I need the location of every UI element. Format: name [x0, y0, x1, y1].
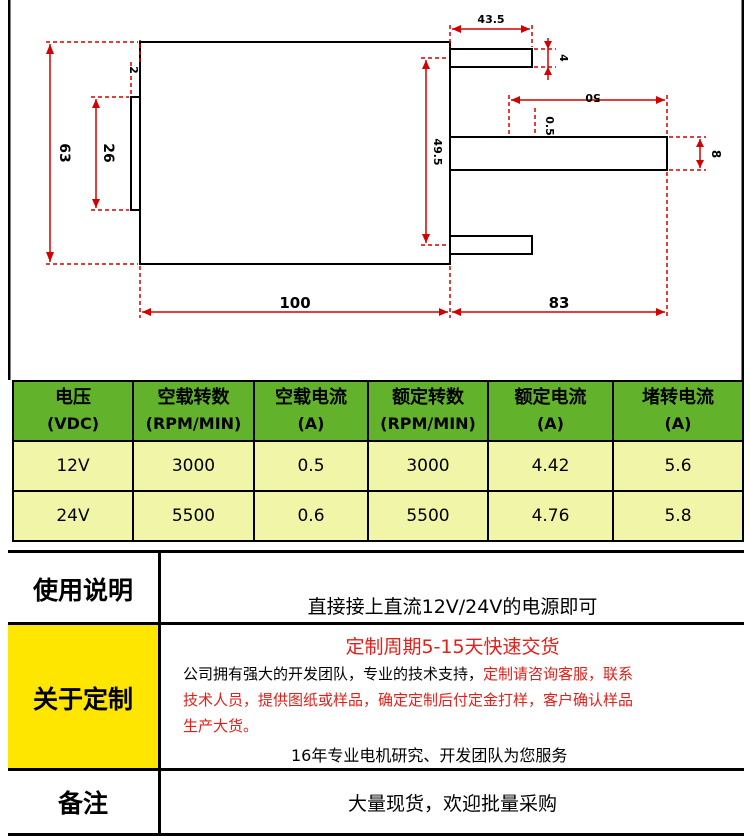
dim-4: 4 [557, 54, 570, 62]
custom-row: 关于定制 定制周期5-15天快速交货 公司拥有强大的开发团队，专业的技术支持，定… [8, 622, 744, 771]
cell: 5.8 [612, 490, 744, 542]
spec-table: 电压(VDC) 空载转数(RPM/MIN) 空载电流(A) 额定转数(RPM/M… [12, 380, 744, 542]
custom-body-text: 公司拥有强大的开发团队，专业的技术支持， [183, 665, 484, 683]
header-noload-speed: 空载转数(RPM/MIN) [132, 380, 255, 442]
cell: 0.5 [253, 440, 369, 492]
rear-boss [130, 96, 141, 211]
bottom-terminal [449, 235, 533, 255]
cell: 3000 [367, 440, 489, 492]
custom-footer: 16年专业电机研究、开发团队为您服务 [291, 746, 568, 765]
custom-body-highlight: 定制请咨询客服，联系 [483, 665, 634, 683]
dim-63: 63 [56, 143, 72, 162]
dim-100: 100 [279, 294, 310, 312]
dim-8: 8 [709, 150, 723, 158]
shaft [449, 136, 668, 171]
dim-50: 50 [585, 91, 601, 104]
cell: 5500 [132, 490, 255, 542]
header-rated-current: 额定电流(A) [487, 380, 614, 442]
motor-body [139, 41, 451, 265]
custom-body: 公司拥有强大的开发团队，专业的技术支持，定制请咨询客服，联系 技术人员，提供图纸… [161, 661, 744, 739]
cell: 4.42 [487, 440, 614, 492]
remark-label: 备注 [8, 771, 161, 833]
spec-header-row: 电压(VDC) 空载转数(RPM/MIN) 空载电流(A) 额定转数(RPM/M… [12, 380, 744, 442]
custom-content: 定制周期5-15天快速交货 公司拥有强大的开发团队，专业的技术支持，定制请咨询客… [161, 625, 744, 771]
usage-row: 使用说明 直接接上直流12V/24V的电源即可 [8, 550, 744, 625]
dim-49-5: 49.5 [431, 138, 444, 165]
cell: 24V [12, 490, 134, 542]
header-rated-speed: 额定转数(RPM/MIN) [367, 380, 489, 442]
cell: 12V [12, 440, 134, 492]
custom-label: 关于定制 [8, 625, 161, 771]
custom-title: 定制周期5-15天快速交货 [345, 636, 560, 658]
dim-83: 83 [549, 294, 570, 312]
top-terminal [449, 48, 533, 68]
cell: 0.6 [253, 490, 369, 542]
cell: 3000 [132, 440, 255, 492]
remark-text: 大量现货，欢迎批量采购 [347, 792, 557, 815]
drawing-svg: 43.5 4 2 50 0.5 8 63 26 49.5 100 83 [7, 0, 745, 380]
cell: 4.76 [487, 490, 614, 542]
custom-body-highlight: 技术人员，提供图纸或样品，确定定制后付定金打样，客户确认样品 [183, 691, 634, 709]
header-stall-current: 堵转电流(A) [612, 380, 744, 442]
table-row: 24V 5500 0.6 5500 4.76 5.8 [12, 490, 744, 542]
cell: 5.6 [612, 440, 744, 492]
remark-row: 备注 大量现货，欢迎批量采购 [8, 768, 744, 836]
table-row: 12V 3000 0.5 3000 4.42 5.6 [12, 440, 744, 492]
dim-2: 2 [127, 66, 140, 74]
dim-0-5: 0.5 [543, 116, 556, 136]
dim-43-5: 43.5 [477, 13, 504, 26]
header-noload-current: 空载电流(A) [253, 380, 369, 442]
cell: 5500 [367, 490, 489, 542]
custom-body-highlight: 生产大货。 [183, 717, 259, 735]
header-voltage: 电压(VDC) [12, 380, 134, 442]
usage-text: 直接接上直流12V/24V的电源即可 [307, 595, 598, 618]
dim-26: 26 [100, 143, 116, 162]
motor-dimension-drawing: 43.5 4 2 50 0.5 8 63 26 49.5 100 83 [7, 0, 745, 380]
usage-label: 使用说明 [8, 553, 161, 625]
